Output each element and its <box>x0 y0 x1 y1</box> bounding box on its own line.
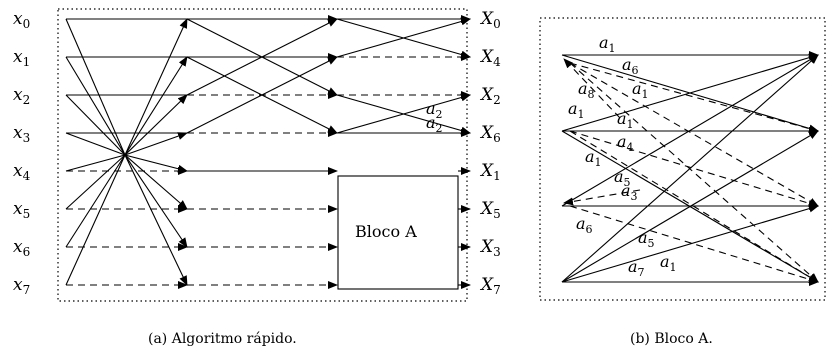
caption-b: (b) Bloco A. <box>630 331 713 347</box>
butterfly-wire <box>124 154 188 210</box>
butterfly-wire <box>186 18 338 96</box>
butterfly-wire <box>124 154 188 173</box>
figure-b-coefficients: a1 a6 a8 a1 a1 a1 a4 a1 a5 a3 a6 a5 a7 a… <box>568 33 677 279</box>
output-label: X4 <box>479 47 501 69</box>
input-label: x2 <box>13 85 30 107</box>
butterfly-wire <box>65 56 126 156</box>
caption-a: (a) Algoritmo rápido. <box>148 331 297 347</box>
figure-a-wires <box>65 15 471 289</box>
output-label: X1 <box>479 161 501 183</box>
output-label: X3 <box>479 237 501 259</box>
butterfly-wire <box>65 132 126 156</box>
coefficient-label: a1 <box>568 99 585 121</box>
coefficient-label: a1 <box>617 109 634 131</box>
coefficient-label: a3 <box>621 181 638 203</box>
block-a-wire <box>561 54 819 207</box>
butterfly-wire <box>65 18 126 156</box>
block-a-wire <box>569 62 819 133</box>
butterfly-wire <box>124 94 188 156</box>
input-label: x5 <box>13 199 30 221</box>
butterfly-wire <box>65 94 126 156</box>
figure-b-wires <box>561 51 819 286</box>
block-a-wire <box>569 62 819 207</box>
coefficient-label: a6 <box>622 55 639 77</box>
butterfly-wire <box>65 154 126 286</box>
coefficient-label: a2 <box>426 99 443 121</box>
block-a-wire <box>569 62 819 283</box>
output-labels: X0 X4 X2 X6 X1 X5 X3 X7 <box>479 9 501 297</box>
block-a-wire <box>569 205 819 284</box>
output-label: X7 <box>479 275 501 297</box>
block-a-wire <box>563 189 641 206</box>
figure-a-frame <box>57 8 468 302</box>
coefficient-label: a1 <box>599 33 616 55</box>
bloco-a-label: Bloco A <box>355 222 417 241</box>
input-label: x1 <box>13 47 30 69</box>
bloco-a-box <box>337 175 459 290</box>
input-label: x6 <box>13 237 30 259</box>
butterfly-wire <box>124 56 188 156</box>
coefficient-label: a6 <box>576 214 593 236</box>
coefficient-label: a4 <box>617 132 634 154</box>
input-label: x0 <box>13 9 30 31</box>
butterfly-wire <box>65 154 126 210</box>
block-a-wire <box>569 130 819 208</box>
figure-a: Bloco A x0 x1 x2 x3 x4 x5 x6 x7 X0 X4 X2… <box>13 8 501 347</box>
coefficient-label: a2 <box>426 113 443 135</box>
block-a-wire <box>569 130 819 283</box>
block-a-wire <box>563 58 621 119</box>
input-label: x4 <box>13 161 31 183</box>
block-a-wire <box>561 130 819 283</box>
output-label: X0 <box>479 9 501 31</box>
coefficient-label: a8 <box>578 79 595 101</box>
butterfly-wire <box>124 154 188 248</box>
output-label: X5 <box>479 199 501 221</box>
butterfly-wire <box>124 154 188 286</box>
butterfly-wire <box>65 154 126 172</box>
figure-b-frame <box>539 17 826 301</box>
output-label: X6 <box>479 123 501 145</box>
output-label: X2 <box>479 85 501 107</box>
input-labels: x0 x1 x2 x3 x4 x5 x6 x7 <box>13 9 31 297</box>
figure-b: a1 a6 a8 a1 a1 a1 a4 a1 a5 a3 a6 a5 a7 a… <box>539 17 826 347</box>
input-label: x3 <box>13 123 30 145</box>
coefficient-label: a7 <box>628 257 645 279</box>
input-label: x7 <box>13 275 30 297</box>
butterfly-wire <box>65 154 126 248</box>
butterfly-wire <box>336 17 471 58</box>
coefficient-label: a5 <box>638 228 655 250</box>
block-a-wire <box>561 204 819 283</box>
butterfly-wire <box>124 132 188 156</box>
block-a-wire <box>561 53 819 132</box>
coefficient-label: a1 <box>660 252 677 274</box>
coefficient-label: a5 <box>614 167 631 189</box>
coefficient-label: a1 <box>632 79 649 101</box>
butterfly-wire <box>124 18 188 156</box>
butterfly-wire <box>336 93 471 134</box>
coefficient-label: a1 <box>585 147 602 169</box>
butterfly-wire <box>186 56 338 134</box>
